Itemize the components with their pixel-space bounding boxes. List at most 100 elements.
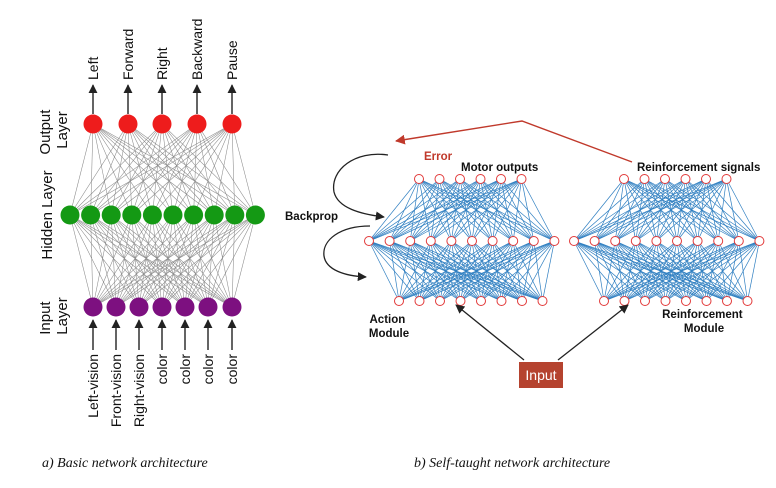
- action-module-connection: [368, 178, 461, 242]
- action-module-node: [496, 174, 506, 184]
- action-module-connection: [398, 240, 452, 302]
- action-module-node: [516, 174, 527, 184]
- error-label: Error: [424, 151, 453, 163]
- backprop-arrow-lower: [323, 225, 371, 282]
- action-module-connection: [542, 240, 555, 302]
- action-module-connection: [521, 178, 555, 242]
- action-module-connection: [398, 240, 514, 302]
- backprop-label: Backprop: [285, 211, 338, 223]
- backprop-arrow-upper: [332, 153, 389, 221]
- output-neuron: [187, 114, 207, 134]
- input-neuron: [83, 297, 103, 317]
- reinforcement-module-node: [639, 174, 650, 184]
- hidden-neuron: [184, 205, 204, 225]
- connection-line: [231, 214, 256, 308]
- hidden-neuron: [245, 205, 265, 225]
- input-label: color: [224, 354, 240, 385]
- reinforcement-module-connection: [603, 240, 719, 302]
- reinforcement-module-connection: [726, 178, 740, 242]
- reinforcement-module-connection: [594, 240, 605, 302]
- connection-line: [111, 214, 233, 308]
- action-module-node: [537, 296, 548, 306]
- action-module-node: [496, 296, 507, 306]
- reinforcement-module-node: [569, 236, 579, 246]
- connection-line: [115, 214, 194, 308]
- io-arrows: [88, 84, 237, 350]
- input-neuron: [198, 297, 218, 317]
- reinforcement-module-connection: [603, 240, 616, 302]
- output-label: Left: [85, 57, 101, 80]
- action-module-connection: [492, 178, 522, 242]
- action-module-node: [434, 174, 445, 184]
- reinforcement-module-node: [651, 236, 662, 246]
- connection-line: [161, 123, 194, 216]
- connection-line: [161, 214, 215, 308]
- connection-line: [115, 214, 235, 308]
- connection-line: [161, 123, 215, 216]
- connection-line: [111, 214, 209, 308]
- output-label: Right: [154, 47, 170, 80]
- connection-line: [127, 123, 153, 216]
- connection-line: [69, 214, 233, 308]
- reinforcement-module-connection: [603, 240, 637, 302]
- connection-line: [69, 214, 209, 308]
- action-module-node: [455, 174, 465, 184]
- connection-line: [161, 123, 174, 216]
- action-module-node: [384, 236, 395, 246]
- connection-line: [193, 214, 209, 308]
- connection-line: [92, 214, 112, 308]
- connection-line: [69, 123, 198, 216]
- reinforcement-module-node: [619, 296, 630, 306]
- action-module-node: [414, 174, 424, 184]
- action-module-node: [508, 236, 519, 246]
- connection-line: [161, 123, 256, 216]
- output-neuron: [83, 114, 103, 134]
- reinforcement-module-connection: [573, 178, 686, 242]
- connection-line: [213, 123, 233, 216]
- hidden-neuron: [60, 205, 80, 225]
- reinforcement-module-node: [640, 296, 650, 306]
- action-module-node: [476, 296, 486, 306]
- action-module-connection: [398, 240, 493, 302]
- reinforcement-module-connection: [573, 178, 666, 242]
- connection-line: [152, 123, 233, 216]
- reinforcement-module-node: [681, 296, 691, 306]
- connection-line: [152, 214, 163, 308]
- connection-line: [193, 214, 233, 308]
- reinforcement-module-connection: [706, 240, 760, 302]
- connection-line: [184, 214, 215, 308]
- connection-line: [90, 214, 186, 308]
- action-module-connection: [439, 240, 555, 302]
- connection-line: [207, 214, 215, 308]
- reinforcement-module-connection: [635, 178, 727, 242]
- connection-line: [115, 214, 133, 308]
- connection-line: [115, 214, 215, 308]
- action-module-connection: [368, 178, 420, 242]
- connection-line: [131, 214, 209, 308]
- input-neuron: [106, 297, 126, 317]
- module-connection-lines: [368, 178, 760, 302]
- reinforcement-module-node: [754, 236, 765, 246]
- connection-line: [69, 214, 117, 308]
- reinforcement-module-node: [701, 174, 711, 184]
- action-module-node: [487, 236, 498, 246]
- hidden-neuron: [81, 205, 101, 225]
- connection-line: [110, 214, 163, 308]
- connection-line: [110, 123, 198, 216]
- connection-line: [131, 123, 198, 216]
- action-module-connection: [521, 240, 555, 302]
- connection-line: [111, 123, 233, 216]
- action-module-node: [455, 296, 466, 306]
- connection-line: [69, 214, 163, 308]
- connection-line: [196, 123, 256, 216]
- connection-line: [161, 214, 174, 308]
- reinforcement-module-connection: [594, 178, 727, 242]
- reinforcement-module-connection: [726, 240, 760, 302]
- hidden-neuron: [204, 205, 224, 225]
- action-module-connection: [430, 178, 522, 242]
- connection-line: [172, 214, 186, 308]
- reinforcement-module-node: [721, 174, 732, 184]
- connection-line: [131, 123, 163, 216]
- connection-line: [152, 123, 163, 216]
